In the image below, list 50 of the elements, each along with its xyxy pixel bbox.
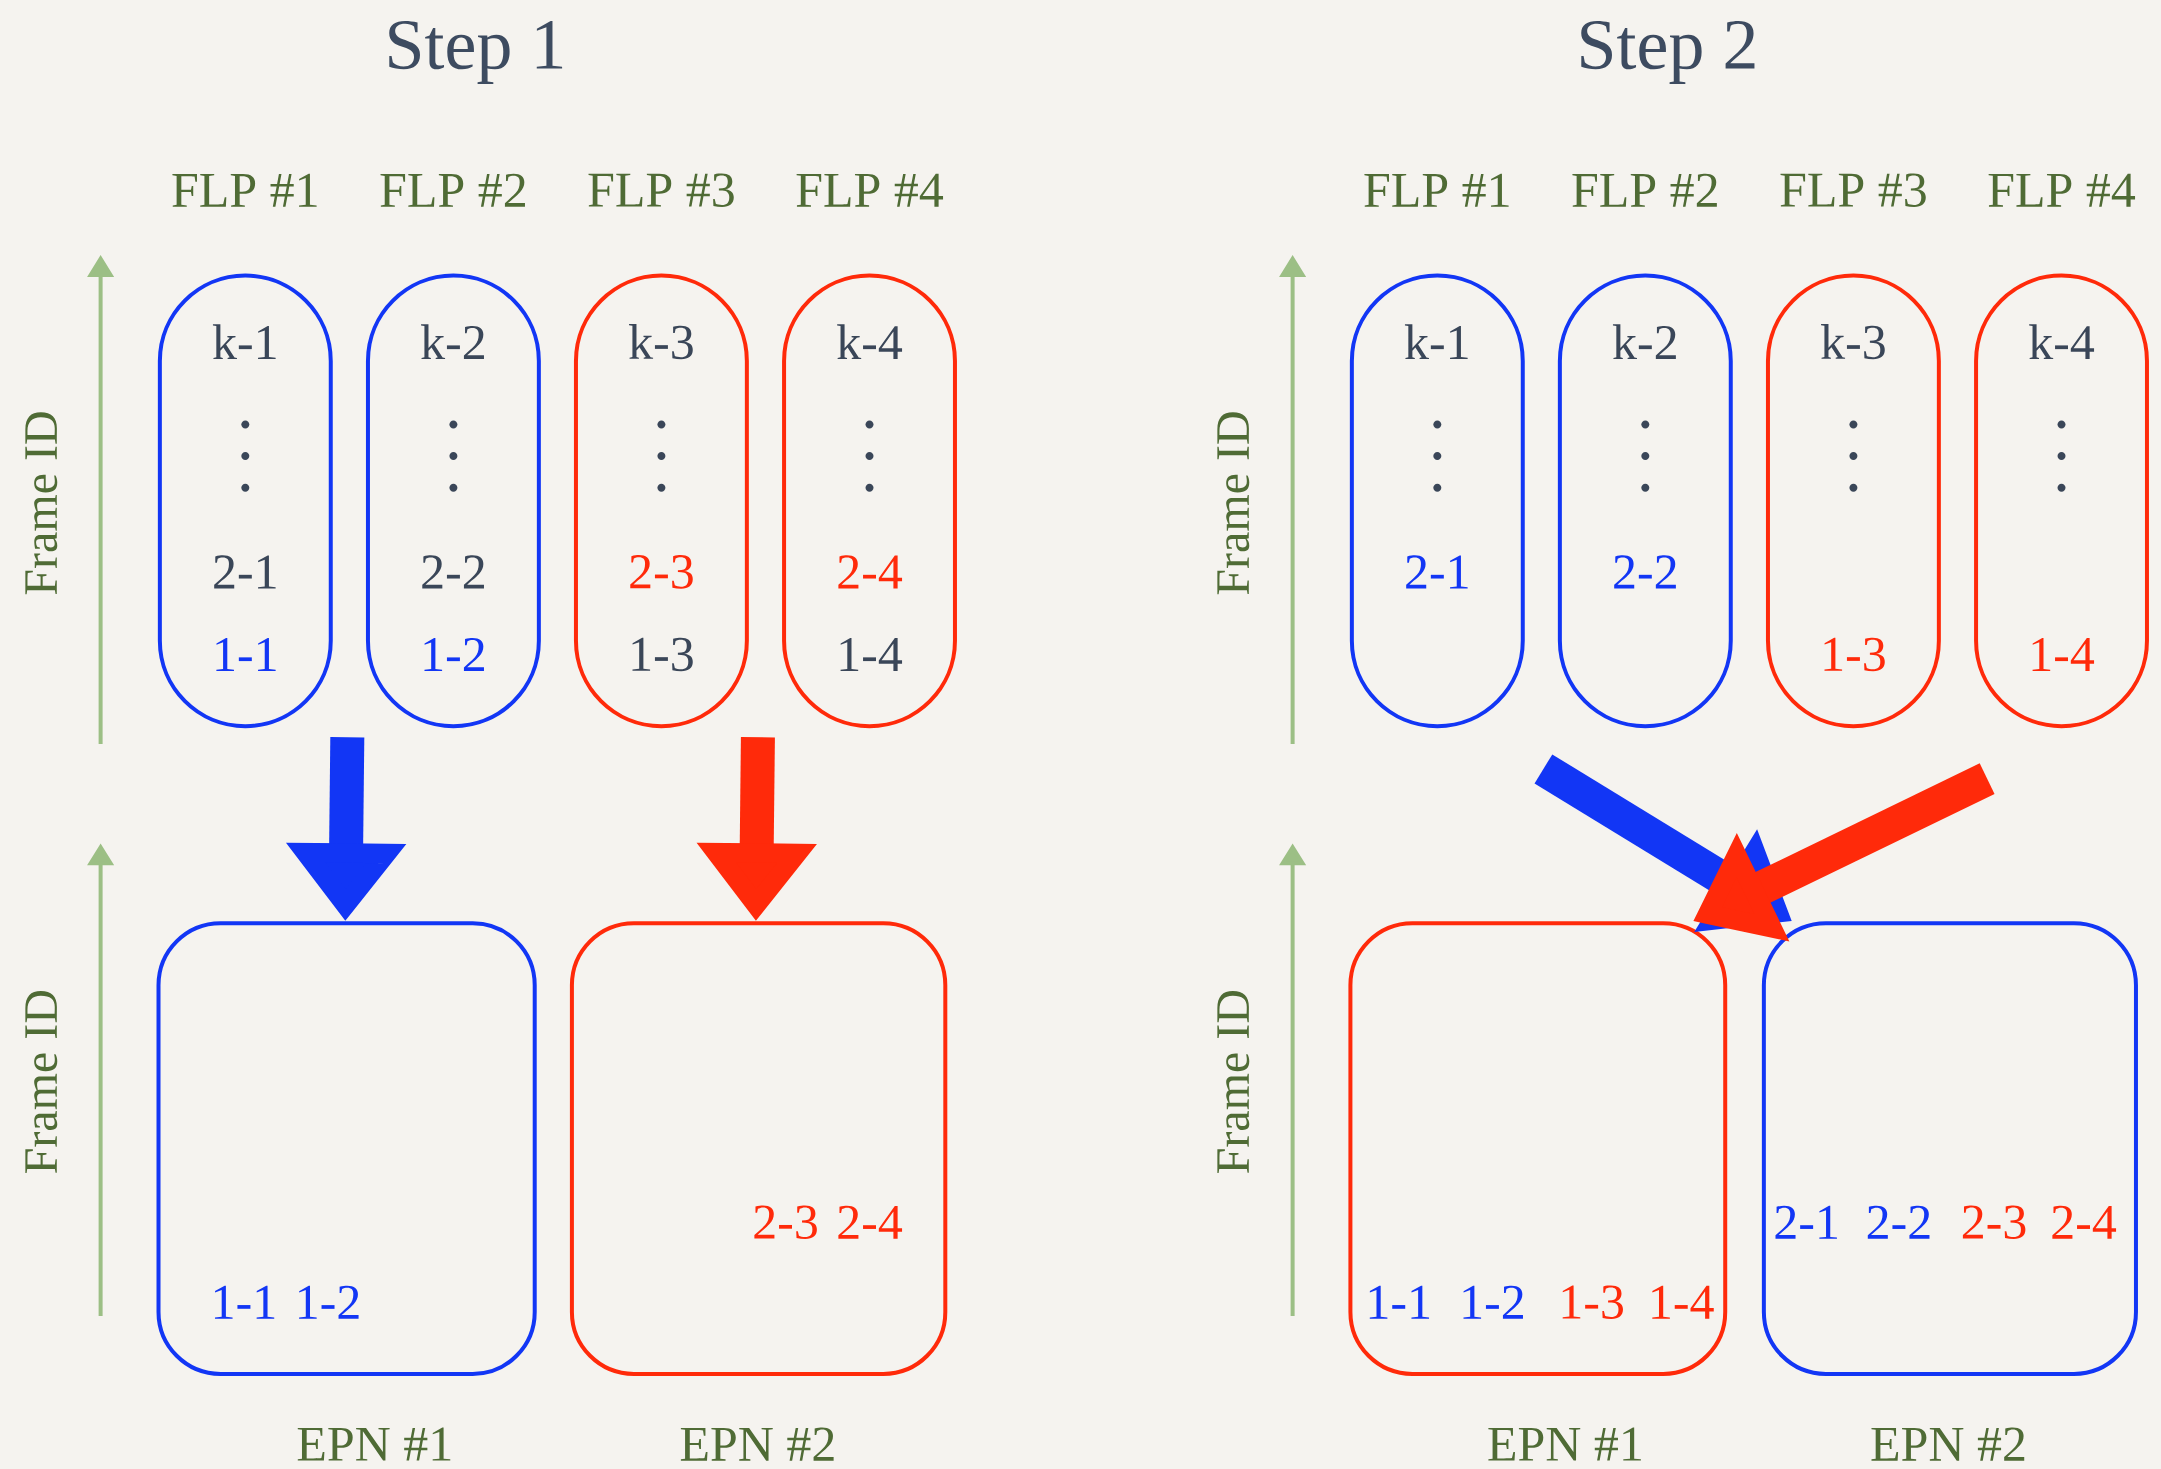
frame-label: k-3 bbox=[1821, 324, 1885, 360]
column-heading: FLP #2 bbox=[380, 173, 525, 207]
frame-label: 1-3 bbox=[632, 637, 693, 672]
frame-label: 2-2 bbox=[1614, 555, 1676, 589]
column-heading: FLP #3 bbox=[1780, 173, 1926, 207]
frame-label: 1-4 bbox=[2032, 638, 2095, 671]
axis-label: Frame ID bbox=[1217, 412, 1250, 595]
frame-label: 1-1 bbox=[215, 1285, 275, 1319]
frame-label: k-1 bbox=[212, 324, 276, 360]
frame-label: 2-3 bbox=[630, 555, 693, 589]
frame-label: k-4 bbox=[2029, 324, 2095, 360]
frame-label: 2-3 bbox=[754, 1205, 817, 1240]
frame-label: 1-2 bbox=[1463, 1285, 1523, 1319]
step-title: Step 2 bbox=[1581, 20, 1755, 84]
frame-label: 1-2 bbox=[299, 1285, 359, 1319]
frame-label: 2-3 bbox=[1962, 1205, 2026, 1240]
frame-label: 2-4 bbox=[838, 555, 903, 589]
frame-label: 1-3 bbox=[1824, 637, 1885, 672]
frame-label: 2-4 bbox=[2052, 1205, 2117, 1239]
frame-label: 1-4 bbox=[1652, 1285, 1714, 1319]
frame-label: 1-1 bbox=[216, 638, 276, 671]
frame-label: 2-1 bbox=[1406, 555, 1468, 589]
frame-label: k-3 bbox=[629, 324, 693, 360]
column-heading: FLP #1 bbox=[1364, 173, 1509, 207]
frame-label: 1-3 bbox=[1562, 1285, 1623, 1319]
axis-label: Frame ID bbox=[25, 412, 58, 595]
frame-label: 2-2 bbox=[1867, 1205, 1930, 1239]
frame-label: 2-1 bbox=[214, 555, 276, 589]
column-heading: EPN #2 bbox=[680, 1427, 834, 1461]
column-heading: FLP #3 bbox=[588, 173, 734, 207]
frame-label: 2-1 bbox=[1775, 1205, 1837, 1239]
column-heading: FLP #1 bbox=[172, 173, 317, 207]
frame-label: 1-4 bbox=[840, 638, 903, 671]
column-heading: EPN #1 bbox=[297, 1427, 451, 1461]
column-heading: FLP #4 bbox=[796, 173, 944, 207]
frame-label: 2-4 bbox=[838, 1205, 903, 1239]
frame-label: k-1 bbox=[1404, 324, 1468, 360]
frame-label: 1-1 bbox=[1369, 1285, 1430, 1319]
frame-label: k-4 bbox=[837, 324, 903, 360]
frame-label: 2-2 bbox=[422, 555, 484, 589]
frame-label: k-2 bbox=[421, 324, 484, 360]
column-heading: EPN #2 bbox=[1871, 1427, 2025, 1461]
axis-label: Frame ID bbox=[25, 990, 58, 1173]
step-title: Step 1 bbox=[389, 20, 563, 84]
column-heading: EPN #1 bbox=[1488, 1427, 1641, 1461]
frame-label: k-2 bbox=[1612, 324, 1676, 360]
column-heading: FLP #4 bbox=[1988, 173, 2136, 207]
column-heading: FLP #2 bbox=[1572, 173, 1717, 207]
axis-label: Frame ID bbox=[1217, 990, 1250, 1173]
frame-label: 1-2 bbox=[424, 637, 484, 672]
